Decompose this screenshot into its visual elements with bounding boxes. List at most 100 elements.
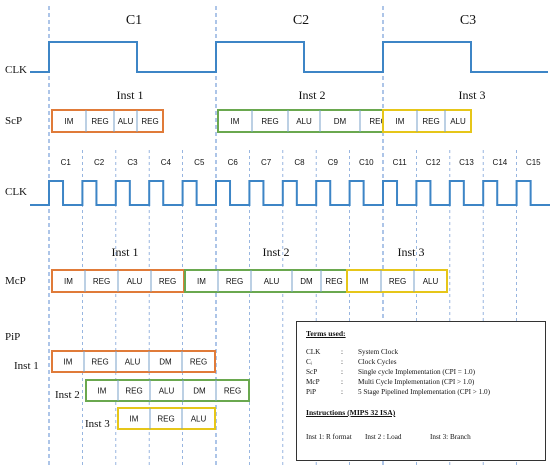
- small-cycle-label: C13: [459, 158, 474, 167]
- legend-sep: :: [341, 358, 343, 366]
- mcp-inst3-title: Inst 3: [398, 245, 425, 259]
- stage-reg: REG: [125, 387, 142, 396]
- stage-reg: REG: [91, 117, 108, 126]
- cycle-header-c1: C1: [126, 13, 142, 28]
- legend-desc: System Clock: [358, 348, 399, 356]
- stage-alu: ALU: [159, 387, 175, 396]
- small-cycle-label: C8: [294, 158, 305, 167]
- legend-sep: :: [341, 388, 343, 396]
- stage-reg: REG: [224, 387, 241, 396]
- legend-sep: :: [341, 368, 343, 376]
- stage-im: IM: [98, 387, 107, 396]
- clk-mid-label: CLK: [5, 186, 27, 198]
- stage-reg: REG: [261, 117, 278, 126]
- stage-im: IM: [231, 117, 240, 126]
- small-cycle-label: C4: [161, 158, 172, 167]
- stage-reg: REG: [389, 277, 406, 286]
- mcp-inst1-title: Inst 1: [112, 245, 139, 259]
- legend-desc: 5 Stage Pipelined Implementation (CPI > …: [358, 388, 491, 396]
- legend-instr-3: Inst 3: Branch: [430, 433, 471, 441]
- legend-desc: Multi Cycle Implementation (CPI > 1.0): [358, 378, 475, 386]
- small-cycle-label: C15: [526, 158, 541, 167]
- scp-inst1-title: Inst 1: [117, 88, 144, 102]
- scp-label: ScP: [5, 115, 22, 127]
- clk-mid-waveform: [30, 180, 550, 206]
- stage-alu: ALU: [127, 277, 143, 286]
- legend-abbr: PiP: [306, 388, 316, 396]
- pip-inst1-label: Inst 1: [14, 360, 39, 372]
- terms-legend: Terms used: CLK : System Clock Cᵢ : Cloc…: [296, 321, 546, 461]
- legend-instr-title: Instructions (MIPS 32 ISA): [306, 408, 396, 417]
- stage-alu: ALU: [450, 117, 466, 126]
- small-cycle-label: C9: [328, 158, 339, 167]
- fine-cycle-boundaries: [82, 150, 517, 466]
- legend-desc: Clock Cycles: [358, 358, 397, 366]
- small-cycle-label: C1: [61, 158, 72, 167]
- stage-reg: REG: [422, 117, 439, 126]
- stage-reg: REG: [157, 415, 174, 424]
- pip-label: PiP: [5, 331, 20, 343]
- cycle-header-c3: C3: [460, 13, 476, 28]
- small-cycle-label: C10: [359, 158, 374, 167]
- small-cycle-label: C11: [393, 158, 408, 167]
- stage-reg: REG: [325, 277, 342, 286]
- legend-sep: :: [341, 378, 343, 386]
- clk-top-label: CLK: [5, 64, 27, 76]
- stage-im: IM: [65, 117, 74, 126]
- mcp-inst3-stages-outline: [346, 269, 448, 293]
- stage-reg: REG: [369, 117, 386, 126]
- pip-inst1-stages-outline: [51, 350, 216, 373]
- legend-title: Terms used:: [306, 329, 346, 338]
- cycle-header-c2: C2: [293, 13, 309, 28]
- stage-alu: ALU: [264, 277, 280, 286]
- legend-abbr: ScP: [306, 368, 318, 376]
- stage-alu: ALU: [296, 117, 312, 126]
- pip-inst3-label: Inst 3: [85, 418, 110, 430]
- stage-dm: DM: [334, 117, 347, 126]
- stage-alu: ALU: [118, 117, 134, 126]
- pip-inst3-stages-outline: [117, 407, 216, 430]
- small-cycle-label: C6: [228, 158, 239, 167]
- legend-abbr: Cᵢ: [306, 358, 312, 366]
- stage-im: IM: [396, 117, 405, 126]
- stage-alu: ALU: [423, 277, 439, 286]
- stage-alu: ALU: [191, 415, 207, 424]
- stage-reg: REG: [93, 277, 110, 286]
- legend-abbr: CLK: [306, 348, 321, 356]
- mcp-inst3-stages: IM REG ALU: [346, 269, 448, 293]
- scp-inst2-title: Inst 2: [299, 88, 326, 102]
- legend-sep: :: [341, 348, 343, 356]
- scp-inst3-stages-outline: [382, 109, 472, 133]
- scp-inst1-stages: IM REG ALU REG: [51, 109, 164, 133]
- stage-dm: DM: [300, 277, 313, 286]
- mcp-inst2-title: Inst 2: [263, 245, 290, 259]
- scp-inst3-stages: IM REG ALU: [382, 109, 472, 133]
- stage-im: IM: [64, 358, 73, 367]
- stage-im: IM: [130, 415, 139, 424]
- small-cycle-label: C7: [261, 158, 272, 167]
- stage-reg: REG: [159, 277, 176, 286]
- mcp-label: McP: [5, 275, 26, 287]
- scp-stage-groups: IM REG ALU REG IM REG ALU DM REG IM REG ALU: [51, 109, 472, 133]
- small-cycle-label: C3: [127, 158, 138, 167]
- legend-instr-1: Inst 1: R format: [306, 433, 352, 441]
- stage-im: IM: [197, 277, 206, 286]
- stage-alu: ALU: [125, 358, 141, 367]
- pip-inst2-stages-outline: [85, 379, 250, 402]
- legend-desc: Single cycle Implementation (CPI = 1.0): [358, 368, 476, 376]
- legend-instr-2: Inst 2 : Load: [365, 433, 402, 441]
- pip-inst3-stages: IM REG ALU: [117, 407, 216, 430]
- stage-reg: REG: [141, 117, 158, 126]
- small-cycle-label: C14: [493, 158, 508, 167]
- stage-im: IM: [360, 277, 369, 286]
- clk-top-waveform: [30, 41, 548, 73]
- stage-reg: REG: [226, 277, 243, 286]
- small-cycle-label: C5: [194, 158, 205, 167]
- stage-reg: REG: [91, 358, 108, 367]
